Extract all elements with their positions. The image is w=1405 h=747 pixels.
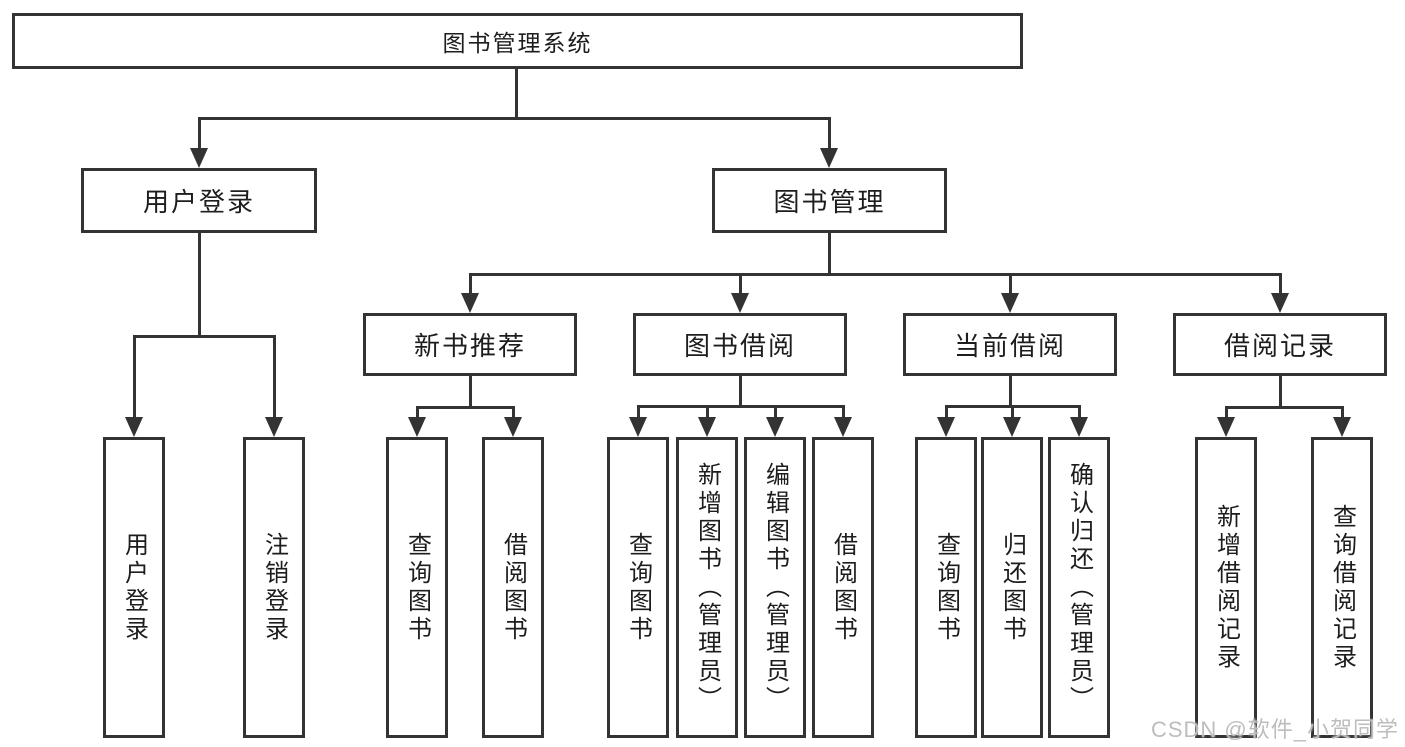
node-book-management-label: 图书管理 — [773, 187, 886, 217]
arrow-down-br-query — [1333, 417, 1351, 437]
leaf-nb-borrow-books-label: 借阅图书 — [499, 531, 527, 644]
connector-drop-user-login — [198, 117, 201, 150]
node-new-book-recommend: 新书推荐 — [363, 313, 577, 376]
connector-level3-bus — [469, 273, 1282, 276]
arrow-down-book-management — [820, 148, 838, 168]
leaf-br-query-record-label: 查询借阅记录 — [1328, 503, 1356, 672]
node-book-borrow-label: 图书借阅 — [683, 331, 796, 361]
connector-drop-bb-edit — [774, 405, 777, 421]
arrow-down-bb-edit — [766, 417, 784, 437]
node-user-login: 用户登录 — [81, 168, 317, 233]
arrow-down-bb-borrow — [834, 417, 852, 437]
leaf-nb-query-books: 查询图书 — [386, 437, 448, 738]
arrow-down-leaf-logout — [265, 417, 283, 437]
arrow-down-leaf-user-login — [125, 417, 143, 437]
arrow-down-nb-borrow — [504, 417, 522, 437]
connector-drop-book-management — [828, 117, 831, 150]
leaf-nb-borrow-books: 借阅图书 — [482, 437, 544, 738]
connector-level1-branch — [198, 117, 831, 120]
connector-user-login-stem — [198, 233, 201, 337]
node-current-borrow: 当前借阅 — [903, 313, 1117, 376]
arrow-down-cb-return — [1003, 417, 1021, 437]
leaf-cb-confirm-return-admin-label: 确认归还（管理员） — [1065, 461, 1093, 714]
leaf-bb-query-books: 查询图书 — [607, 437, 669, 738]
connector-drop-bb-add — [706, 405, 709, 421]
connector-borrow-records-stem — [1279, 376, 1282, 408]
leaf-cb-query-books: 查询图书 — [915, 437, 977, 738]
arrow-down-user-login — [190, 148, 208, 168]
connector-drop-nb-query — [416, 406, 419, 422]
node-new-book-recommend-label: 新书推荐 — [413, 331, 526, 361]
leaf-cb-return-books: 归还图书 — [981, 437, 1043, 738]
connector-book-management-stem — [828, 233, 831, 275]
leaf-cb-query-books-label: 查询图书 — [932, 531, 960, 644]
connector-drop-cb-confirm — [1078, 405, 1081, 421]
connector-drop-leaf-user-login — [133, 335, 136, 421]
leaf-logout-label: 注销登录 — [260, 531, 288, 644]
leaf-br-query-record: 查询借阅记录 — [1311, 437, 1373, 738]
connector-borrow-records-branch — [1225, 406, 1344, 409]
leaf-bb-borrow-books-label: 借阅图书 — [829, 531, 857, 644]
leaf-user-login: 用户登录 — [103, 437, 165, 738]
arrow-down-borrow-records — [1271, 293, 1289, 313]
node-user-login-label: 用户登录 — [142, 187, 255, 217]
node-book-borrow: 图书借阅 — [633, 313, 847, 376]
node-borrow-records: 借阅记录 — [1173, 313, 1387, 376]
arrow-down-nb-query — [408, 417, 426, 437]
leaf-user-login-label: 用户登录 — [120, 531, 148, 644]
leaf-bb-add-books-admin: 新增图书（管理员） — [676, 437, 738, 738]
connector-drop-borrow-records — [1279, 273, 1282, 297]
connector-drop-new-book-recommend — [469, 273, 472, 297]
connector-drop-leaf-logout — [273, 335, 276, 421]
connector-drop-cb-query — [945, 405, 948, 421]
node-current-borrow-label: 当前借阅 — [953, 331, 1066, 361]
arrow-down-bb-add — [698, 417, 716, 437]
arrow-down-cb-confirm — [1070, 417, 1088, 437]
leaf-bb-add-books-admin-label: 新增图书（管理员） — [693, 461, 721, 714]
arrow-down-cb-query — [937, 417, 955, 437]
connector-drop-cb-return — [1011, 405, 1014, 421]
csdn-watermark: CSDN @软件_小贺同学 — [1150, 717, 1399, 742]
connector-current-borrow-stem — [1009, 376, 1012, 407]
connector-drop-br-query — [1341, 406, 1344, 422]
connector-root-stem — [515, 69, 518, 118]
connector-drop-bb-query — [637, 405, 640, 421]
arrow-down-br-add — [1217, 417, 1235, 437]
node-root-label: 图书管理系统 — [442, 30, 593, 56]
arrow-down-current-borrow — [1001, 293, 1019, 313]
leaf-logout: 注销登录 — [243, 437, 305, 738]
connector-book-borrow-branch — [637, 405, 845, 408]
connector-drop-nb-borrow — [512, 406, 515, 422]
leaf-br-add-record-label: 新增借阅记录 — [1212, 503, 1240, 672]
connector-new-book-recommend-branch — [416, 406, 515, 409]
leaf-cb-confirm-return-admin: 确认归还（管理员） — [1048, 437, 1110, 738]
leaf-cb-return-books-label: 归还图书 — [998, 531, 1026, 644]
connector-user-login-branch — [133, 335, 276, 338]
leaf-br-add-record: 新增借阅记录 — [1195, 437, 1257, 738]
leaf-bb-query-books-label: 查询图书 — [624, 531, 652, 644]
leaf-bb-edit-books-admin: 编辑图书（管理员） — [744, 437, 806, 738]
connector-drop-book-borrow — [739, 273, 742, 297]
connector-drop-br-add — [1225, 406, 1228, 422]
leaf-nb-query-books-label: 查询图书 — [403, 531, 431, 644]
connector-new-book-recommend-stem — [469, 376, 472, 408]
leaf-bb-edit-books-admin-label: 编辑图书（管理员） — [761, 461, 789, 714]
node-borrow-records-label: 借阅记录 — [1223, 331, 1336, 361]
connector-book-borrow-stem — [739, 376, 742, 407]
leaf-bb-borrow-books: 借阅图书 — [812, 437, 874, 738]
arrow-down-book-borrow — [731, 293, 749, 313]
arrow-down-bb-query — [629, 417, 647, 437]
node-root-library-management-system: 图书管理系统 — [12, 13, 1023, 69]
arrow-down-new-book-recommend — [461, 293, 479, 313]
node-book-management: 图书管理 — [712, 168, 947, 233]
connector-drop-current-borrow — [1009, 273, 1012, 297]
connector-drop-bb-borrow — [842, 405, 845, 421]
